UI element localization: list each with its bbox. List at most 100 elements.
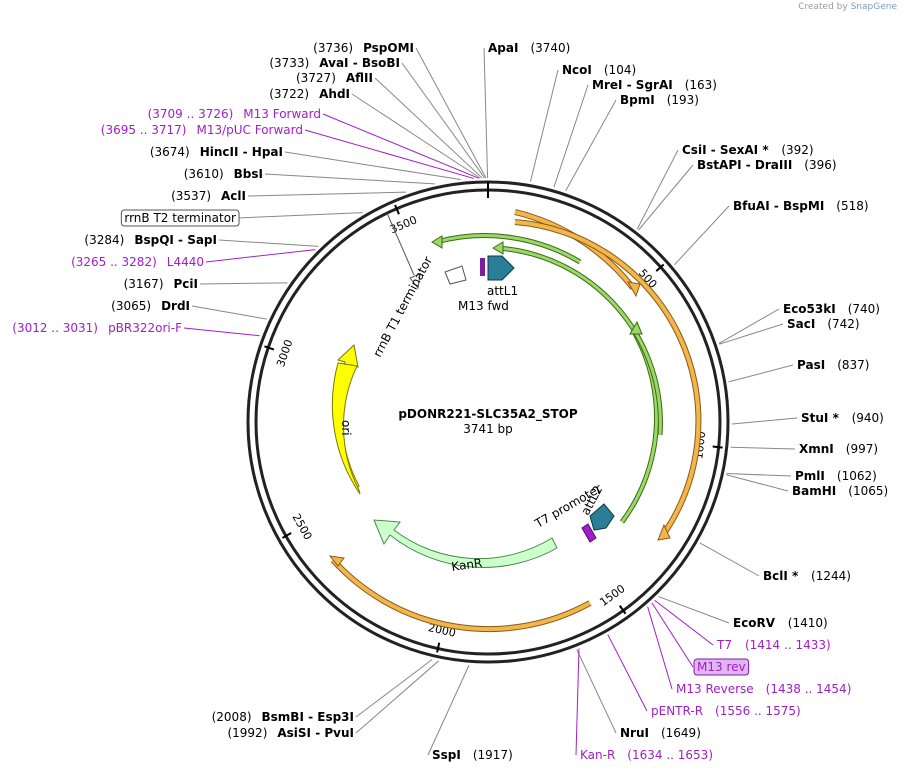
m13-fwd-marker bbox=[480, 258, 485, 276]
leader-23 bbox=[719, 323, 784, 345]
site-label-32[interactable]: M13 rev bbox=[693, 658, 750, 676]
site-label-5[interactable]: M13 Forward(3709 .. 3726) bbox=[148, 107, 321, 121]
rrnb-t1-terminator-glyph bbox=[444, 265, 467, 285]
site-label-14[interactable]: DrdI(3065) bbox=[111, 299, 190, 313]
leader-5 bbox=[322, 113, 479, 179]
orange-feature-3 bbox=[331, 558, 591, 632]
leader-32 bbox=[651, 602, 694, 668]
site-label-11[interactable]: BspQI - SapI(3284) bbox=[84, 233, 217, 247]
site-label-0[interactable]: PspOMI(3736) bbox=[313, 41, 414, 55]
leader-20 bbox=[638, 164, 694, 231]
site-name: L4440 bbox=[167, 255, 204, 269]
site-position: (3736) bbox=[313, 41, 353, 55]
site-label-1[interactable]: ApaI(3740) bbox=[488, 41, 570, 55]
site-label-27[interactable]: PmlI(1062) bbox=[795, 469, 877, 483]
leader-26 bbox=[730, 446, 796, 450]
leader-7 bbox=[284, 151, 461, 181]
site-name: AflII bbox=[346, 71, 373, 85]
site-label-13[interactable]: PciI (3167) bbox=[124, 277, 198, 291]
attl2-arrow bbox=[589, 503, 615, 531]
site-label-7[interactable]: HincII - HpaI(3674) bbox=[150, 145, 283, 159]
leader-37 bbox=[427, 665, 470, 756]
site-name: HincII - HpaI bbox=[200, 145, 283, 159]
site-label-3[interactable]: AflII(3727) bbox=[296, 71, 373, 85]
feature-ori-label: ori bbox=[339, 420, 353, 436]
green-feature-2 bbox=[620, 329, 658, 523]
site-label-10[interactable]: rrnB T2 terminator bbox=[120, 209, 240, 227]
leader-34 bbox=[607, 634, 648, 712]
plasmid-length: 3741 bp bbox=[463, 422, 513, 436]
site-name: PciI bbox=[174, 277, 199, 291]
green-feature-1 bbox=[435, 234, 581, 264]
site-name: SspI bbox=[432, 748, 461, 762]
site-label-26[interactable]: XmnI(997) bbox=[799, 442, 878, 456]
snapgene-brand: SnapGene bbox=[850, 2, 897, 12]
site-name: M13 Forward bbox=[243, 107, 321, 121]
site-label-30[interactable]: EcoRV(1410) bbox=[733, 616, 828, 630]
tick-mark-3000 bbox=[264, 345, 275, 351]
site-label-23[interactable]: SacI(742) bbox=[787, 317, 860, 331]
site-label-35[interactable]: NruI(1649) bbox=[620, 726, 701, 740]
site-label-33[interactable]: M13 Reverse(1438 .. 1454) bbox=[676, 682, 851, 696]
kanr-arrow bbox=[373, 519, 558, 568]
site-label-6[interactable]: M13/pUC Forward(3695 .. 3717) bbox=[101, 123, 303, 137]
site-position: (1414 .. 1433) bbox=[745, 638, 831, 652]
site-position: (518) bbox=[836, 199, 868, 213]
leader-8 bbox=[264, 173, 435, 185]
site-name: AvaI - BsoBI bbox=[319, 56, 400, 70]
site-label-31[interactable]: T7(1414 .. 1433) bbox=[716, 638, 831, 652]
orange-arrowhead-1 bbox=[627, 281, 641, 298]
site-label-36[interactable]: Kan-R(1634 .. 1653) bbox=[580, 748, 713, 762]
site-name: AsiSI - PvuI bbox=[277, 726, 354, 740]
leader-39 bbox=[355, 659, 433, 718]
site-label-19[interactable]: CsiI - SexAI *(392) bbox=[682, 143, 814, 157]
site-label-18[interactable]: BpmI(193) bbox=[620, 93, 699, 107]
site-label-24[interactable]: PasI(837) bbox=[797, 358, 869, 372]
site-label-4[interactable]: AhdI(3722) bbox=[269, 87, 350, 101]
site-label-22[interactable]: Eco53kI (740) bbox=[783, 302, 880, 316]
site-name: AclI bbox=[221, 189, 246, 203]
feature-kanr-label: KanR bbox=[450, 556, 483, 574]
leader-35 bbox=[576, 649, 617, 734]
site-name: pBR322ori-F bbox=[108, 321, 182, 335]
site-position: (3284) bbox=[84, 233, 124, 247]
site-label-2[interactable]: AvaI - BsoBI (3733) bbox=[269, 56, 400, 70]
site-name: BsmBI - Esp3I bbox=[262, 710, 354, 724]
site-name: BamHI bbox=[792, 484, 836, 498]
site-position: (3733) bbox=[269, 56, 309, 70]
feature-attl1-label: attL1 bbox=[487, 284, 518, 298]
site-name: Eco53kI bbox=[783, 302, 836, 316]
site-label-17[interactable]: MreI - SgrAI(163) bbox=[592, 78, 717, 92]
label-box bbox=[693, 658, 750, 676]
green-feature-3 bbox=[496, 246, 662, 436]
site-label-34[interactable]: pENTR-R(1556 .. 1575) bbox=[651, 704, 801, 718]
leader-11 bbox=[218, 239, 319, 247]
site-label-38[interactable]: AsiSI - PvuI(1992) bbox=[227, 726, 354, 740]
site-position: (1917) bbox=[473, 748, 513, 762]
site-position: (193) bbox=[667, 93, 699, 107]
leader-30 bbox=[658, 596, 730, 624]
snapgene-credit: Created by SnapGene bbox=[798, 2, 897, 12]
site-label-25[interactable]: StuI *(940) bbox=[801, 411, 884, 425]
site-label-39[interactable]: BsmBI - Esp3I(2008) bbox=[212, 710, 354, 724]
site-label-15[interactable]: pBR322ori-F(3012 .. 3031) bbox=[12, 321, 182, 335]
tick-mark-1000 bbox=[712, 445, 723, 449]
site-label-37[interactable]: SspI (1917) bbox=[432, 748, 513, 762]
leader-2 bbox=[401, 62, 486, 179]
site-position: (740) bbox=[848, 302, 880, 316]
green-arrowhead-2 bbox=[492, 241, 504, 255]
site-position: (1634 .. 1653) bbox=[627, 748, 713, 762]
site-label-12[interactable]: L4440(3265 .. 3282) bbox=[71, 255, 204, 269]
site-position: (392) bbox=[781, 143, 813, 157]
site-label-20[interactable]: BstAPI - DraIII(396) bbox=[697, 158, 837, 172]
site-label-8[interactable]: BbsI(3610) bbox=[184, 167, 263, 181]
site-name: PasI bbox=[797, 358, 825, 372]
site-label-29[interactable]: BclI *(1244) bbox=[763, 569, 851, 583]
site-position: (3167) bbox=[124, 277, 164, 291]
site-label-21[interactable]: BfuAI - BspMI(518) bbox=[733, 199, 869, 213]
feature-rrnb-t1-label: rrnB T1 terminator bbox=[370, 254, 435, 359]
site-label-28[interactable]: BamHI(1065) bbox=[792, 484, 888, 498]
site-label-9[interactable]: AclI(3537) bbox=[171, 189, 246, 203]
site-label-16[interactable]: NcoI(104) bbox=[562, 63, 636, 77]
